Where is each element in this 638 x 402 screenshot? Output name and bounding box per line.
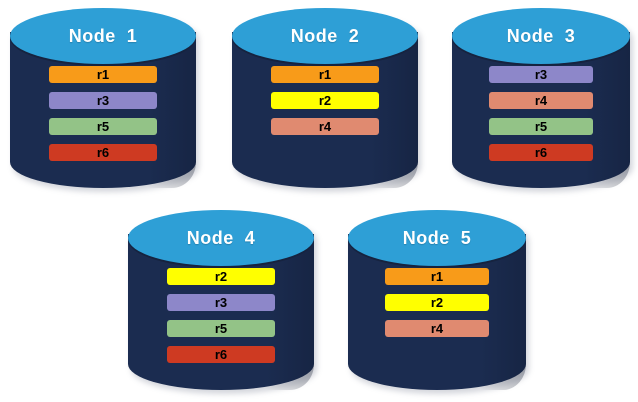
- replica-bar[interactable]: r3: [48, 92, 158, 109]
- replica-bar[interactable]: r4: [488, 92, 594, 109]
- replica-label: r1: [318, 67, 332, 82]
- cylinder-top-disc: Node 5: [348, 210, 526, 266]
- replica-label: r5: [214, 321, 228, 336]
- database-node-cylinder[interactable]: Node 5 r1 r2 r4: [348, 210, 529, 394]
- replica-bar[interactable]: r5: [488, 118, 594, 135]
- replica-list: r1 r2 r4: [348, 268, 526, 337]
- replica-bar[interactable]: r2: [270, 92, 380, 109]
- node-label: Node 2: [290, 26, 360, 46]
- replica-label: r2: [214, 269, 228, 284]
- node-label: Node 4: [186, 228, 256, 248]
- database-node-cylinder[interactable]: Node 1 r1 r3 r5 r6: [10, 8, 199, 192]
- replica-bar[interactable]: r3: [166, 294, 276, 311]
- replica-bar[interactable]: r6: [488, 144, 594, 161]
- replica-bar[interactable]: r1: [384, 268, 490, 285]
- replica-label: r5: [534, 119, 548, 134]
- replica-bar[interactable]: r6: [48, 144, 158, 161]
- node-label: Node 3: [506, 26, 576, 46]
- replica-label: r6: [214, 347, 228, 362]
- replica-label: r5: [96, 119, 110, 134]
- replica-bar[interactable]: r2: [166, 268, 276, 285]
- replica-bar[interactable]: r3: [488, 66, 594, 83]
- replica-label: r3: [96, 93, 110, 108]
- database-node-cylinder[interactable]: Node 2 r1 r2 r4: [232, 8, 421, 192]
- replica-label: r1: [430, 269, 444, 284]
- database-node-cylinder[interactable]: Node 4 r2 r3 r5 r6: [128, 210, 317, 394]
- replica-label: r4: [430, 321, 444, 336]
- database-node-cylinder[interactable]: Node 3 r3 r4 r5 r6: [452, 8, 633, 192]
- replica-list: r2 r3 r5 r6: [128, 268, 314, 363]
- replica-list: r1 r2 r4: [232, 66, 418, 135]
- replica-label: r2: [430, 295, 444, 310]
- replica-label: r3: [214, 295, 228, 310]
- replica-label: r1: [96, 67, 110, 82]
- cylinder-top-disc: Node 3: [452, 8, 630, 64]
- replica-bar[interactable]: r1: [48, 66, 158, 83]
- replica-label: r4: [318, 119, 332, 134]
- replica-label: r4: [534, 93, 548, 108]
- replica-bar[interactable]: r4: [270, 118, 380, 135]
- replica-bar[interactable]: r1: [270, 66, 380, 83]
- replica-label: r3: [534, 67, 548, 82]
- node-label: Node 5: [402, 228, 472, 248]
- replica-list: r3 r4 r5 r6: [452, 66, 630, 161]
- replica-label: r6: [96, 145, 110, 160]
- replica-bar[interactable]: r5: [166, 320, 276, 337]
- replica-label: r6: [534, 145, 548, 160]
- replica-bar[interactable]: r2: [384, 294, 490, 311]
- cylinder-top-disc: Node 1: [10, 8, 196, 64]
- replica-bar[interactable]: r4: [384, 320, 490, 337]
- cylinder-top-disc: Node 2: [232, 8, 418, 64]
- replica-label: r2: [318, 93, 332, 108]
- replica-bar[interactable]: r6: [166, 346, 276, 363]
- replica-list: r1 r3 r5 r6: [10, 66, 196, 161]
- cylinder-top-disc: Node 4: [128, 210, 314, 266]
- node-label: Node 1: [68, 26, 138, 46]
- replica-bar[interactable]: r5: [48, 118, 158, 135]
